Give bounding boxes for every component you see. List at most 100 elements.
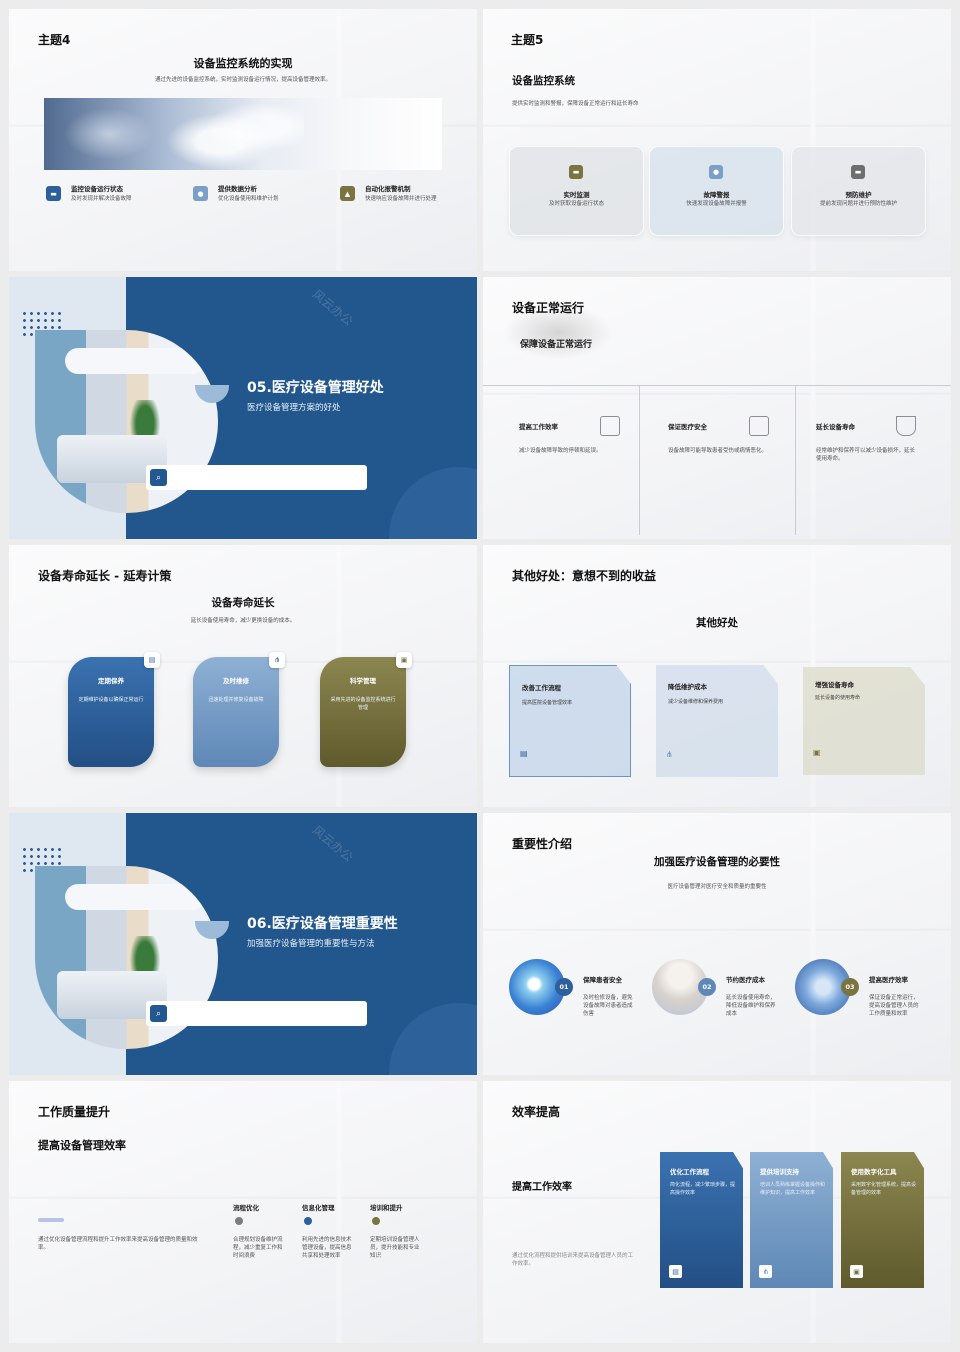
feature-title: 提供数据分析 — [218, 185, 257, 193]
card-title: 科学管理 — [350, 677, 376, 685]
hierarchy-icon: ⋔ — [269, 652, 285, 668]
background-decoration — [483, 277, 951, 539]
step-number: 02 — [698, 978, 716, 996]
search-icon[interactable]: ⌕ — [150, 1005, 167, 1022]
item-desc: 利用先进的信息技术管理设备，提高信息共享和处理效率 — [302, 1237, 352, 1259]
slide-life-extension[interactable]: 设备寿命延长 - 延寿计策 设备寿命延长 延长设备使用寿命，减少更换设备的成本。… — [9, 545, 477, 807]
card-title: 预防维护 — [845, 191, 872, 199]
card-title: 实时监测 — [563, 191, 590, 199]
feature-title: 监控设备运行状态 — [71, 185, 123, 193]
slide-heading: 提高工作效率 — [512, 1182, 572, 1193]
gloved-hands-photo — [44, 98, 442, 170]
item-title: 保障患者安全 — [583, 976, 622, 984]
image-icon: ▣ — [813, 748, 821, 757]
slide-section-06[interactable]: 风云办公 06.医疗设备管理重要性 加强医疗设备管理的重要性与方法 ⌕ — [9, 813, 477, 1075]
slide-theme5[interactable]: 主题5 设备监控系统 提供实时监测和警报，保障设备正常运行和延长寿命 ▬ 实时监… — [483, 9, 951, 271]
alarm-icon: ▲ — [340, 186, 355, 201]
card-desc: 简化流程，减少繁琐步骤，提高操作效率 — [670, 1182, 736, 1196]
slide-title: 设备监控系统 — [512, 75, 575, 87]
step-number: 03 — [841, 978, 859, 996]
image-icon: ▣ — [850, 1265, 863, 1278]
slide-other-benefits[interactable]: 其他好处：意想不到的收益 其他好处 改善工作流程 提高医院设备管理效率 ▤ 降低… — [483, 545, 951, 807]
item-title: 信息化管理 — [302, 1204, 335, 1212]
strategy-card: ▣ 科学管理 采用先进的设备监控系统进行管理 — [320, 652, 412, 767]
hierarchy-icon: ⋔ — [759, 1265, 772, 1278]
monitor-icon: ▬ — [46, 186, 61, 201]
item-desc: 延长设备使用寿命，降低设备维护和保养成本 — [726, 995, 776, 1017]
card-title: 提供培训支持 — [760, 1168, 799, 1176]
divider — [639, 385, 640, 535]
benefit-card: 增强设备寿命 延长设备的使用寿命 ▣ — [803, 667, 925, 775]
slide-title: 重要性介绍 — [512, 837, 573, 851]
tool-icon: ▬ — [851, 165, 865, 179]
slide-heading: 提高设备管理效率 — [38, 1139, 126, 1152]
slide-theme4[interactable]: 主题4 设备监控系统的实现 通过先进的设备监控系统，实时监测设备运行情况，提高设… — [9, 9, 477, 271]
feature-card: ▬ 实时监测 及时获取设备运行状态 — [509, 146, 644, 236]
card-title: 使用数字化工具 — [851, 1168, 897, 1176]
section-subtitle: 医疗设备管理方案的好处 — [247, 403, 341, 413]
divider — [795, 385, 796, 535]
card-title: 改善工作流程 — [522, 684, 561, 692]
slide-title: 其他好处：意想不到的收益 — [512, 569, 657, 583]
document-icon: ▤ — [669, 1265, 682, 1278]
slide-importance[interactable]: 重要性介绍 加强医疗设备管理的必要性 医疗设备管理对医疗安全和质量的重要性 01… — [483, 813, 951, 1075]
column-title: 延长设备寿命 — [816, 423, 855, 431]
slide-section-05[interactable]: 风云办公 05.医疗设备管理好处 医疗设备管理方案的好处 ⌕ — [9, 277, 477, 539]
section-title: 06.医疗设备管理重要性 — [247, 916, 398, 932]
slide-subtitle: 延长设备使用寿命，减少更换设备的成本。 — [190, 618, 296, 624]
card-desc: 减少设备维修和保养费用 — [668, 699, 724, 705]
item-title: 提高医疗效率 — [869, 976, 908, 984]
slide-subtitle: 通过先进的设备监控系统，实时监测设备运行情况，提高设备管理效率。 — [154, 77, 331, 83]
document-icon: ▤ — [520, 749, 528, 758]
search-bar[interactable]: ⌕ — [146, 1001, 367, 1026]
slide-title: 设备监控系统的实现 — [193, 57, 293, 70]
slide-heading: 设备寿命延长 — [211, 597, 275, 609]
card-desc: 采用先进的设备监控系统进行管理 — [330, 697, 396, 711]
efficiency-card: 提供培训支持 培训人员熟练掌握设备操作和维护知识，提高工作效率 ⋔ — [750, 1152, 833, 1288]
card-desc: 定期维护设备以确保正常运行 — [78, 697, 144, 703]
column-desc: 经常维护和保养可以减少设备损坏，延长使用寿命。 — [816, 448, 916, 462]
slide-tag: 主题4 — [38, 33, 71, 47]
feature-desc: 及时发现并解决设备故障 — [71, 196, 132, 202]
card-title: 故障警报 — [703, 191, 730, 199]
card-desc: 培训人员熟练掌握设备操作和维护知识，提高工作效率 — [760, 1182, 826, 1196]
half-circle-decoration — [195, 385, 229, 403]
half-circle-decoration — [195, 921, 229, 939]
slide-title: 设备正常运行 — [512, 301, 585, 315]
slide-heading: 加强医疗设备管理的必要性 — [654, 856, 780, 868]
section-subtitle: 加强医疗设备管理的重要性与方法 — [247, 939, 375, 949]
bullet-dot — [372, 1217, 380, 1225]
slide-efficiency[interactable]: 效率提高 提高工作效率 通过优化流程和提供培训来提高设备管理人员的工作效率。 优… — [483, 1081, 951, 1343]
column-desc: 设备故障可能导致患者受伤或病情恶化。 — [668, 448, 768, 454]
hierarchy-icon: ⋔ — [666, 750, 673, 759]
slide-title: 效率提高 — [512, 1105, 561, 1119]
card-desc: 迅速处理并修复设备故障 — [208, 697, 264, 703]
strategy-card: ⋔ 及时维修 迅速处理并修复设备故障 — [193, 652, 285, 767]
slide-normal-operation[interactable]: 设备正常运行 保障设备正常运行 提高工作效率 减少设备故障导致的停顿和延误。 保… — [483, 277, 951, 539]
efficiency-card: 使用数字化工具 采用数字化管理系统，提高设备管理的效率 ▣ — [841, 1152, 924, 1288]
card-desc: 延长设备的使用寿命 — [815, 695, 861, 701]
slide-subtitle: 保障设备正常运行 — [520, 340, 593, 350]
card-desc: 提高医院设备管理效率 — [522, 700, 573, 706]
background-decoration — [9, 1081, 477, 1343]
column-title: 提高工作效率 — [519, 423, 558, 431]
item-title: 节约医疗成本 — [726, 976, 765, 984]
divider — [483, 385, 951, 386]
section-title: 05.医疗设备管理好处 — [247, 380, 384, 396]
document-icon: ▤ — [144, 652, 160, 668]
item-desc: 定期培训设备管理人员，提升技能和专业知识 — [370, 1237, 420, 1259]
slide-title: 设备寿命延长 - 延寿计策 — [38, 569, 172, 583]
slide-quality-improvement[interactable]: 工作质量提升 提高设备管理效率 通过优化设备管理流程和提升工作效率来提高设备管理… — [9, 1081, 477, 1343]
printer-icon — [749, 416, 769, 436]
shadow-decoration — [503, 305, 613, 360]
column-title: 保证医疗安全 — [668, 423, 707, 431]
card-desc: 采用数字化管理系统，提高设备管理的效率 — [851, 1182, 917, 1196]
item-desc: 合理规划设备维护流程，减少重复工作和时间浪费 — [233, 1237, 283, 1259]
item-title: 流程优化 — [233, 1204, 259, 1212]
slide-desc: 通过优化流程和提供培训来提高设备管理人员的工作效率。 — [512, 1253, 634, 1267]
search-bar[interactable]: ⌕ — [146, 465, 367, 490]
background-decoration — [483, 813, 951, 1075]
card-title: 定期保养 — [98, 677, 124, 685]
column-desc: 减少设备故障导致的停顿和延误。 — [519, 448, 602, 454]
search-icon[interactable]: ⌕ — [150, 469, 167, 486]
